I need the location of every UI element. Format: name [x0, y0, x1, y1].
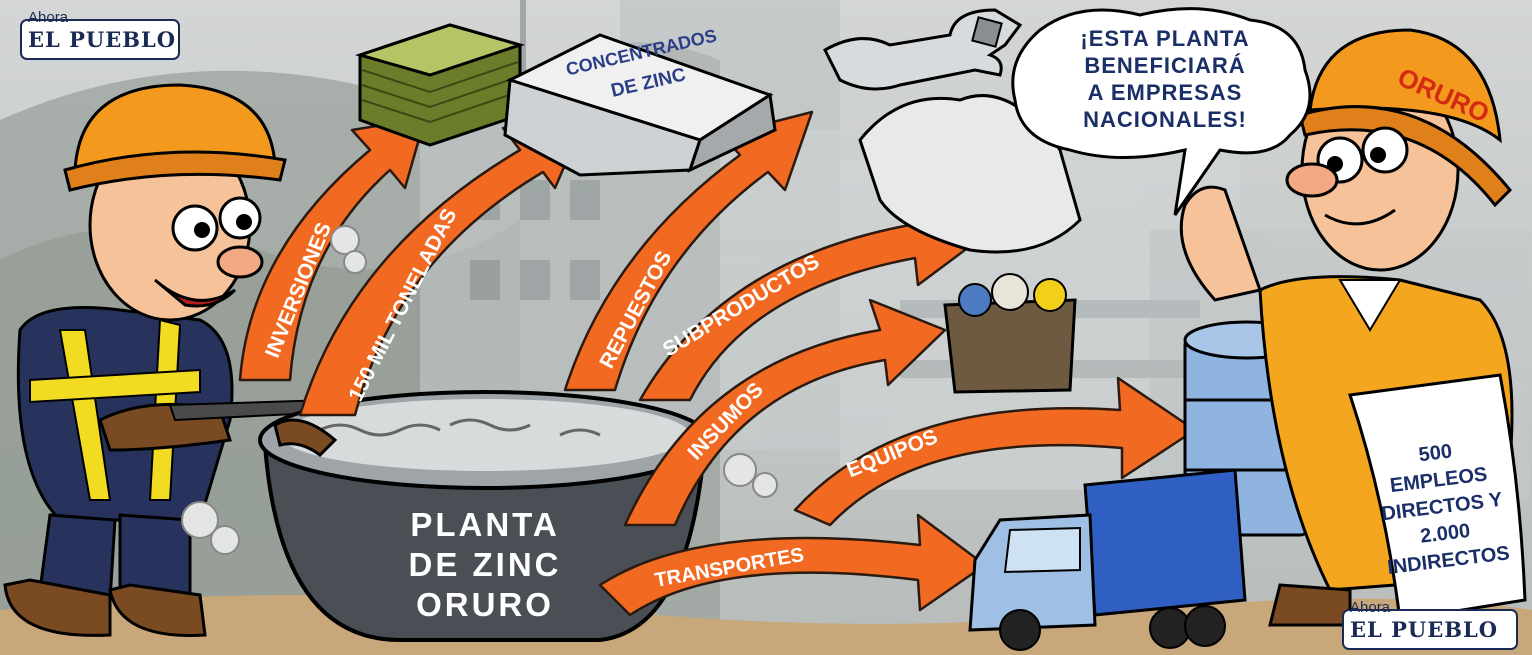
- speech-bubble-shape: [1011, 7, 1312, 216]
- speech-line2: BENEFICIARÁ: [1084, 53, 1246, 78]
- el-pueblo-logo-bottom: Ahora EL PUEBLO: [1342, 599, 1518, 650]
- goods-bag-icon: [943, 273, 1077, 394]
- money-stack-icon: [354, 23, 526, 147]
- speech-line1: ¡ESTA PLANTA: [1080, 26, 1250, 51]
- speech-line3: A EMPRESAS: [1087, 80, 1243, 105]
- arrow-insumos: [623, 298, 947, 527]
- plant-label: PLANTA DE ZINC ORURO: [355, 505, 615, 625]
- plant-label-line2: DE ZINC: [408, 546, 562, 583]
- plant-label-line3: ORURO: [416, 586, 554, 623]
- employment-sign-text: 500 EMPLEOS DIRECTOS Y 2.000 INDIRECTOS: [1364, 432, 1519, 583]
- wrench-icon: [823, 8, 1023, 91]
- sack-icon: [858, 94, 1082, 254]
- smoke-puffs: [181, 225, 778, 555]
- speech-bubble-text: ¡ESTA PLANTA BENEFICIARÁ A EMPRESAS NACI…: [1030, 25, 1300, 133]
- arrow-equipos: [793, 376, 1197, 527]
- zinc-ingot-icon: [503, 33, 777, 177]
- logo-main-text: EL PUEBLO: [1350, 617, 1499, 642]
- speech-line4: NACIONALES!: [1083, 107, 1247, 132]
- truck-icon: [968, 468, 1247, 651]
- left-worker: [3, 83, 337, 637]
- logo-small-text: Ahora: [28, 9, 69, 26]
- el-pueblo-logo-top: Ahora EL PUEBLO: [20, 9, 180, 60]
- sign-paper: [1348, 373, 1527, 622]
- plant-label-line1: PLANTA: [410, 506, 560, 543]
- arrow-repuestos: [563, 110, 814, 392]
- logo-main-text: EL PUEBLO: [28, 27, 177, 52]
- logo-small-text: Ahora: [1350, 599, 1391, 616]
